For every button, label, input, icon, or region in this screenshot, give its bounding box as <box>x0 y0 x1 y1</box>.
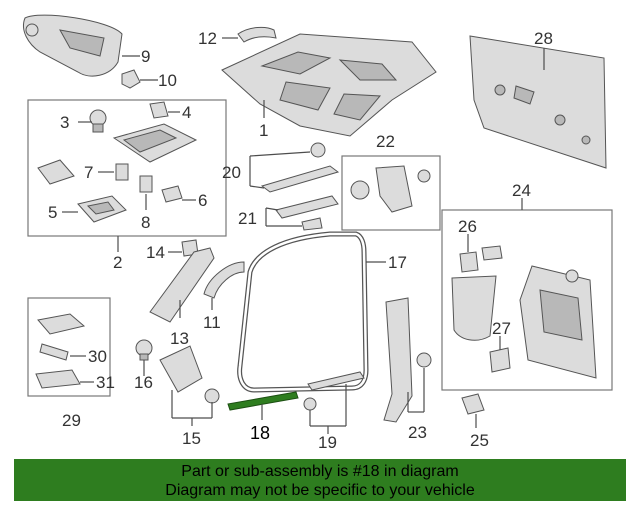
callout-20: 20 <box>222 163 241 182</box>
visor-clip[interactable] <box>121 69 141 89</box>
callout-4: 4 <box>182 103 191 122</box>
sill-trim-19[interactable] <box>303 371 365 411</box>
callout-5: 5 <box>48 203 57 222</box>
callout-12: 12 <box>198 29 217 48</box>
trim-22[interactable] <box>350 165 431 213</box>
clip-16[interactable] <box>135 339 153 361</box>
callout-24: 24 <box>512 181 531 200</box>
group-box-22 <box>341 155 441 231</box>
callout-6: 6 <box>198 191 207 210</box>
scuff-plate-18[interactable] <box>227 391 299 411</box>
callout-29: 29 <box>62 411 81 430</box>
callout-30: 30 <box>88 347 107 366</box>
assist-grip[interactable] <box>237 26 277 43</box>
clip-20a[interactable] <box>310 142 326 158</box>
banner-line-2: Diagram may not be specific to your vehi… <box>165 482 475 499</box>
callout-14: 14 <box>146 243 165 262</box>
cover-27[interactable] <box>489 347 511 373</box>
callout-17: 17 <box>388 253 407 272</box>
lens-31[interactable] <box>35 369 81 389</box>
bulb-7[interactable] <box>115 163 129 181</box>
callout-21: 21 <box>238 209 257 228</box>
connector-6[interactable] <box>161 185 183 203</box>
callout-26: 26 <box>458 217 477 236</box>
callout-2: 2 <box>113 253 122 272</box>
back-panel[interactable] <box>469 35 607 169</box>
bulb-30[interactable] <box>39 343 69 361</box>
handle-11[interactable] <box>203 261 245 299</box>
group-box-24 <box>441 209 613 391</box>
group-box-29 <box>27 297 111 397</box>
callout-10: 10 <box>158 71 177 90</box>
pillar-13[interactable] <box>149 247 215 323</box>
callout-1: 1 <box>259 121 268 140</box>
callout-23: 23 <box>408 423 427 442</box>
storage-bin[interactable] <box>451 275 497 341</box>
kick-panel-15[interactable] <box>159 345 220 404</box>
headliner[interactable] <box>221 33 437 137</box>
parts-diagram: 9 10 12 1 28 2 3 4 <box>23 14 613 452</box>
door-weatherstrip-17[interactable] <box>237 231 369 393</box>
rail-20[interactable] <box>260 165 340 193</box>
bulb-3[interactable] <box>89 109 107 133</box>
callout-25: 25 <box>470 431 489 450</box>
callout-15: 15 <box>182 429 201 448</box>
callout-8: 8 <box>141 213 150 232</box>
callout-18: 18 <box>250 423 270 443</box>
socket-8[interactable] <box>139 175 153 193</box>
b-pillar-23[interactable] <box>383 297 432 423</box>
side-trim-24[interactable] <box>519 265 597 379</box>
callout-11: 11 <box>203 313 221 332</box>
callout-9: 9 <box>141 47 150 66</box>
map-lamp-5[interactable] <box>77 195 127 223</box>
banner-line-1: Part or sub-assembly is #18 in diagram <box>181 463 459 480</box>
callout-19: 19 <box>318 433 337 452</box>
callout-28: 28 <box>534 29 553 48</box>
clip-21b[interactable] <box>301 217 323 231</box>
sun-visor[interactable] <box>23 14 123 77</box>
overhead-console[interactable] <box>112 123 198 163</box>
info-banner: Part or sub-assembly is #18 in diagram D… <box>14 459 626 501</box>
callout-3: 3 <box>60 113 69 132</box>
clip-26[interactable] <box>459 245 503 273</box>
lens-cover[interactable] <box>37 159 75 185</box>
callout-13: 13 <box>170 329 189 348</box>
callout-31: 31 <box>96 373 115 392</box>
bracket-4[interactable] <box>149 101 169 119</box>
group-box-2 <box>27 99 227 237</box>
callout-7: 7 <box>84 163 93 182</box>
bolt-24[interactable] <box>565 269 579 283</box>
cap-25[interactable] <box>461 393 485 415</box>
lamp-29[interactable] <box>37 313 86 335</box>
callout-16: 16 <box>134 373 153 392</box>
callout-22: 22 <box>376 132 395 151</box>
callout-27: 27 <box>492 319 511 338</box>
rail-21[interactable] <box>275 195 339 219</box>
